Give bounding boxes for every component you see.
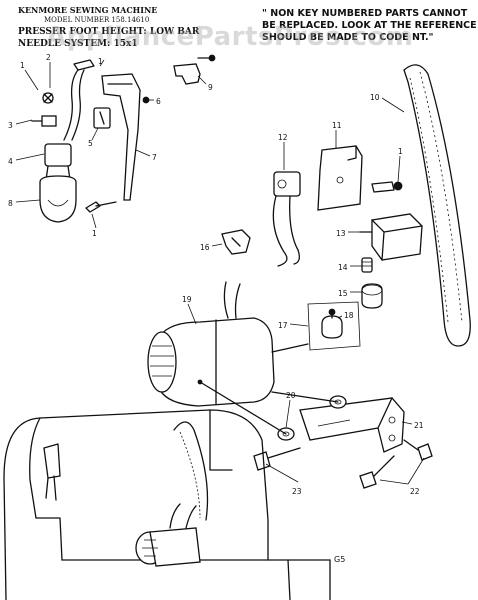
callout-13: 13: [336, 229, 346, 238]
callout-17: 17: [278, 321, 288, 330]
motor-pulley-box: [307, 301, 361, 351]
callout-8: 8: [8, 199, 13, 208]
callout-11: 11: [332, 121, 342, 130]
callout-12: 12: [278, 133, 288, 142]
callout-2: 2: [46, 53, 51, 62]
callout-18: 18: [344, 311, 354, 320]
callout-numbers: 1 2 1 3 4 5 6 7 8 1 9 10 11 1 12 13 14 1…: [8, 53, 424, 496]
callout-21: 21: [414, 421, 424, 430]
callout-1c: 1: [92, 229, 97, 238]
switch-bracket: [317, 145, 403, 211]
note-line-2: BE REPLACED. LOOK AT THE REFERENCE: [262, 20, 477, 31]
callout-1a: 1: [20, 61, 25, 70]
callout-4: 4: [8, 157, 13, 166]
light-switch: [272, 171, 301, 267]
callout-19: 19: [182, 295, 192, 304]
sewing-machine-outline: [3, 409, 331, 600]
light-assembly: [31, 59, 150, 223]
callout-14: 14: [338, 263, 348, 272]
capacitor-block: [359, 213, 423, 261]
needle-system-line: NEEDLE SYSTEM: 15x1: [18, 39, 138, 49]
callout-16: 16: [200, 243, 210, 252]
callout-15: 15: [338, 289, 348, 298]
callout-6: 6: [156, 97, 161, 106]
callout-10: 10: [370, 93, 380, 102]
page-code: G5: [334, 555, 346, 564]
callout-7: 7: [152, 153, 157, 162]
callout-9: 9: [208, 83, 213, 92]
motor-bracket: [199, 381, 405, 453]
callout-23: 23: [292, 487, 302, 496]
callout-1d: 1: [398, 147, 403, 156]
callout-5: 5: [88, 139, 93, 148]
spacer-and-screw: [361, 257, 383, 309]
callout-22: 22: [410, 487, 420, 496]
callout-leaders: [15, 59, 425, 485]
model-number: MODEL NUMBER 158.14610: [44, 16, 150, 24]
part-9-clip: [173, 54, 216, 85]
motor: [147, 281, 309, 407]
brand-title: KENMORE SEWING MACHINE: [18, 5, 158, 15]
note-line-3: SHOULD BE MADE TO CODE NT.": [262, 32, 434, 43]
presser-foot-line: PRESSER FOOT HEIGHT: LOW BAR: [18, 27, 200, 37]
mounting-screws: [253, 439, 433, 489]
note-line-1: " NON KEY NUMBERED PARTS CANNOT: [262, 8, 468, 19]
callout-20: 20: [286, 391, 296, 400]
callout-1b: 1: [98, 57, 103, 66]
drive-belt: [403, 64, 471, 347]
callout-3: 3: [8, 121, 13, 130]
cord-clamp: [221, 229, 251, 255]
